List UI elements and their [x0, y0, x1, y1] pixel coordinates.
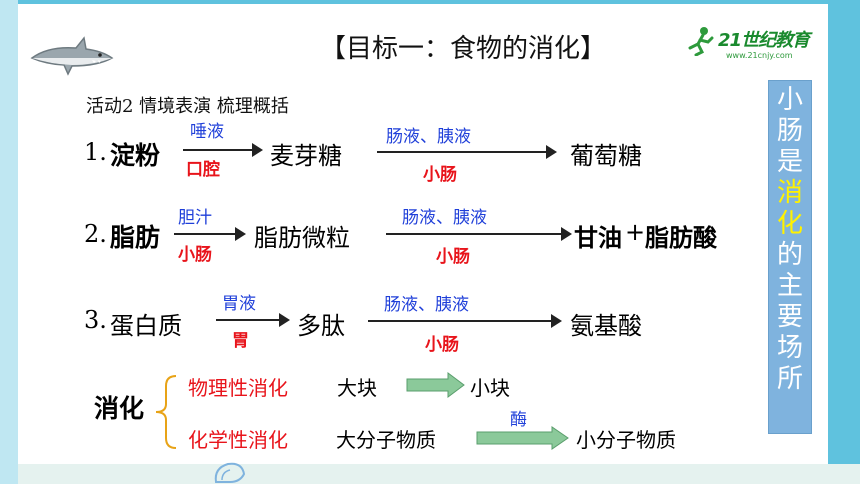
reaction-arrow	[174, 227, 246, 241]
reaction-arrow	[386, 227, 572, 241]
enzyme-label: 酶	[510, 410, 527, 430]
enzyme-label: 胃液	[222, 294, 256, 314]
row-mid: 麦芽糖	[270, 142, 342, 170]
conclusion-char: 的	[776, 240, 803, 270]
organ-label: 小肠	[423, 165, 457, 185]
organ-label: 小肠	[425, 335, 459, 355]
conclusion-char: 所	[776, 364, 803, 394]
row-start: 蛋白质	[110, 312, 182, 340]
row-number: 3.	[84, 306, 107, 334]
page-title: 【目标一：食物的消化】	[320, 34, 607, 64]
logo: 21世纪教育 www.21cnjy.com	[686, 24, 836, 64]
row-mid: 多肽	[297, 312, 345, 340]
bottom-band	[18, 464, 860, 484]
conclusion-char: 肠	[776, 116, 803, 146]
row-end: 葡萄糖	[570, 142, 642, 170]
organ-label: 小肠	[178, 245, 212, 265]
reaction-arrow	[183, 143, 263, 157]
enzyme-label: 肠液、胰液	[386, 127, 471, 147]
activity-heading: 活动2 情境表演 梳理概括	[86, 96, 289, 117]
green-arrow-icon	[406, 372, 465, 398]
organ-label: 胃	[232, 331, 249, 351]
left-border	[0, 0, 18, 484]
chemical-digestion-type: 化学性消化	[188, 428, 288, 452]
green-arrow-icon	[476, 426, 569, 450]
row-mid: 脂肪微粒	[254, 224, 350, 252]
row-end-a: 甘油	[574, 224, 622, 252]
conclusion-char-highlight: 消	[776, 178, 803, 208]
conclusion-char: 小	[776, 85, 803, 115]
brace-icon	[155, 375, 177, 449]
conclusion-char: 要	[776, 302, 803, 332]
physical-from: 大块	[337, 376, 377, 400]
conclusion-char: 主	[776, 271, 803, 301]
enzyme-label: 肠液、胰液	[384, 295, 469, 315]
enzyme-label: 肠液、胰液	[402, 208, 487, 228]
row-end-plus: +	[625, 218, 646, 246]
row-start: 淀粉	[110, 141, 161, 170]
shark-icon	[30, 36, 114, 76]
row-end-b: 脂肪酸	[645, 224, 717, 252]
chemical-from: 大分子物质	[336, 428, 436, 452]
logo-brand: 21世纪教育	[718, 30, 810, 51]
reaction-arrow	[377, 145, 557, 159]
conclusion-char: 场	[776, 333, 803, 363]
organ-label: 口腔	[186, 160, 220, 180]
physical-to: 小块	[470, 376, 510, 400]
row-start: 脂肪	[110, 223, 161, 252]
conclusion-box: 小 肠 是 消 化 的 主 要 场 所	[768, 80, 812, 434]
reaction-arrow	[368, 314, 562, 328]
right-border	[828, 0, 860, 484]
organ-label: 小肠	[436, 247, 470, 267]
row-number: 2.	[84, 220, 107, 248]
conclusion-char-highlight: 化	[776, 209, 803, 239]
seashell-icon	[214, 462, 246, 483]
runner-logo-icon	[688, 27, 714, 56]
enzyme-label: 胆汁	[178, 208, 212, 228]
chemical-to: 小分子物质	[576, 428, 676, 452]
row-end: 氨基酸	[570, 312, 642, 340]
digestion-label: 消化	[94, 394, 145, 423]
row-number: 1.	[84, 138, 107, 166]
logo-url: www.21cnjy.com	[726, 51, 793, 60]
reaction-arrow	[216, 313, 290, 327]
conclusion-char: 是	[776, 147, 803, 177]
enzyme-label: 唾液	[190, 122, 224, 142]
physical-digestion-type: 物理性消化	[188, 376, 288, 400]
